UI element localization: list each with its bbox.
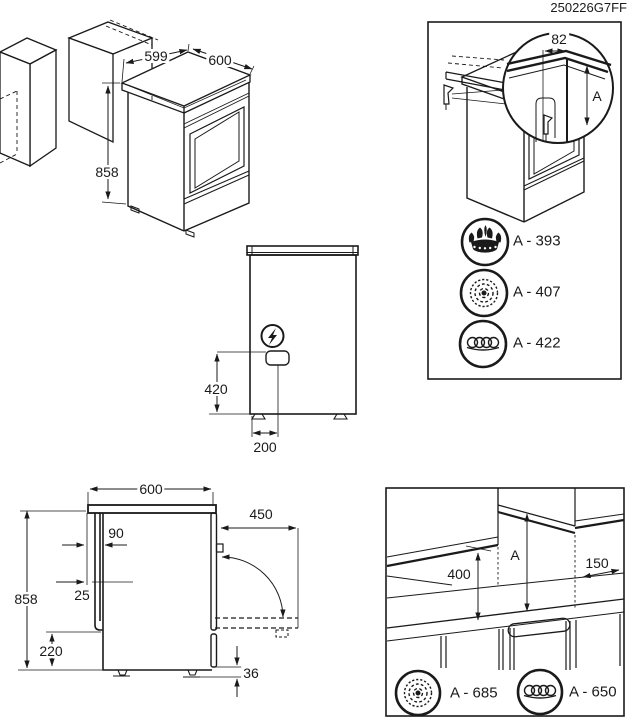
feet [251,413,348,420]
detail-dim-letter: A [590,88,604,104]
hob-type-icons [458,217,510,369]
hood-type-label: A - 650 [569,683,617,701]
hob-type-label: A - 393 [513,232,561,250]
radiant-hob-icon [459,268,509,318]
hood-type-icons [394,668,564,717]
cooker-back-panel [249,254,357,415]
hob-type-label: A - 422 [513,334,561,352]
rear-outlet-height-label: 420 [202,381,230,397]
iso-depth-label: 600 [206,52,234,68]
guide-dotted-lines [497,535,576,610]
side-rear-offset-label: 90 [106,525,126,541]
side-door-clearance-label: 450 [247,506,275,522]
side-height-label: 858 [12,591,40,607]
document-code: 250226G7FF [550,0,627,15]
side-depth-label: 600 [137,481,165,497]
rear-duct [94,513,103,631]
hood-type-label: A - 685 [450,684,498,702]
oven-door [210,512,218,631]
middle-cabinet [67,19,159,144]
side-lower-section-label: 220 [37,643,65,659]
body-outline [102,513,212,671]
hob-edge-bar [246,245,359,256]
door-swing-arc [221,554,286,618]
electric-connection-icon [260,324,285,348]
coil-hob-icon [458,319,508,369]
drawer-front [210,633,218,668]
panel-border [427,21,622,380]
clearance-detail-panel [385,487,625,717]
rear-view [209,245,359,437]
rear-outlet-offset-label: 200 [251,439,279,455]
detail-bracket-offset-label: 82 [549,31,569,47]
feet [113,669,200,678]
open-door-handle-dashed [275,629,289,638]
cooker-isometric [120,51,252,238]
clearance-dim-letter: A [508,547,522,563]
side-foot-height-label: 36 [241,665,261,681]
anti-tilt-bracket-icon [443,84,507,110]
drawer-line [183,170,250,205]
worktop-slab [87,504,217,514]
adjacent-counter [445,55,507,91]
clearance-dimensions [465,513,620,621]
hob-type-label: A - 407 [513,283,561,301]
iso-height-label: 858 [93,164,121,180]
base-units [440,614,621,670]
cooker-feet [130,205,195,238]
gas-burner-icon [460,217,510,267]
left-cabinet [0,37,58,168]
side-rear-panel-label: 25 [72,587,92,603]
clearance-cabinet-label: 400 [445,566,473,582]
panel-border [385,487,625,717]
hood-underside [497,504,576,527]
open-door-dashed [215,617,298,629]
terminal-box [265,350,290,366]
oven-door-handle [507,617,571,638]
magnified-corner [506,48,612,142]
door-handle [215,543,224,553]
radiant-hob-icon [394,669,442,717]
counter [386,572,625,642]
corner-detail-panel [427,21,622,380]
iso-width-label: 599 [142,48,170,64]
clearance-side-label: 150 [583,555,611,571]
coil-hob-icon [516,668,564,716]
